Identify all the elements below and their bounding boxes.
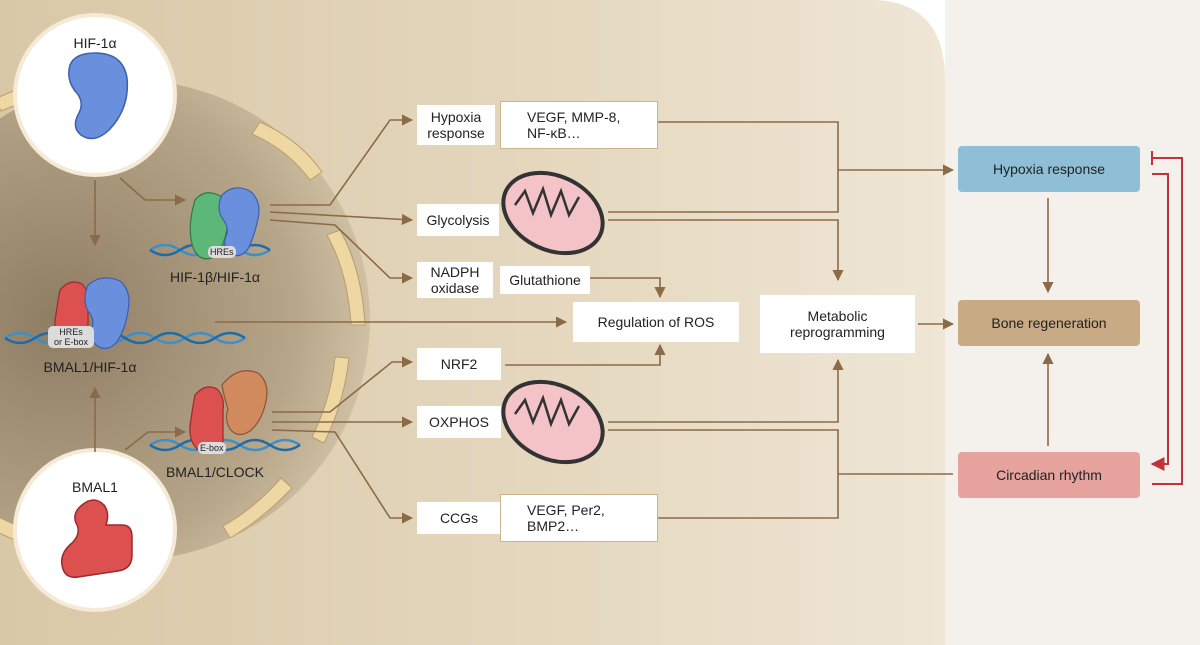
hypoxia-line-2: response — [427, 125, 485, 141]
metabolic-line-2: reprogramming — [790, 324, 885, 340]
hypoxia-line-1: Hypoxia — [430, 109, 482, 125]
glutathione-box: Glutathione — [500, 266, 590, 294]
hres-ebox-line-2: or E-box — [53, 337, 88, 347]
ccg-targets-line-2: BMP2… — [527, 518, 580, 534]
bmal1-hif1a-label: BMAL1/HIF-1α — [43, 359, 137, 375]
mitochondrion-top — [501, 170, 605, 256]
hres-tag: HREs — [208, 246, 236, 258]
hypoxia-targets-box: VEGF, MMP-8,NF-κB… — [500, 101, 658, 149]
bmal1-clock-label: BMAL1/CLOCK — [165, 464, 265, 480]
bone-regeneration-outcome: Bone regeneration — [958, 300, 1140, 346]
hres-ebox-tag: HREs or E-box — [48, 326, 94, 348]
ebox-tag: E-box — [198, 442, 226, 454]
oxphos-process: OXPHOS — [417, 406, 501, 438]
hif1a-protein — [68, 52, 129, 140]
ccg-targets-line-1: VEGF, Per2, — [527, 502, 605, 518]
hif1a-label: HIF-1α — [73, 35, 117, 51]
hypoxia-response-outcome: Hypoxia response — [958, 146, 1140, 192]
ros-regulation-hub: Regulation of ROS — [573, 302, 739, 342]
hres-ebox-line-1: HREs — [59, 327, 83, 337]
circadian-rhythm-outcome: Circadian rhythm — [958, 452, 1140, 498]
hypoxia-targets-line-1: VEGF, MMP-8, — [527, 109, 621, 125]
bmal1-label: BMAL1 — [72, 479, 118, 495]
ccg-targets-box: VEGF, Per2,BMP2… — [500, 494, 658, 542]
bmal1-protein — [60, 499, 133, 578]
mitochondrion-bottom — [501, 379, 605, 465]
hypoxia-targets-line-2: NF-κB… — [527, 125, 581, 141]
hif1b-hif1a-label: HIF-1β/HIF-1α — [169, 269, 261, 285]
connector-arrows — [89, 114, 1054, 524]
nrf2-process: NRF2 — [417, 348, 501, 380]
metabolic-line-1: Metabolic — [807, 308, 868, 324]
hif1b-hif1a-complex — [189, 187, 260, 260]
glycolysis-process: Glycolysis — [417, 204, 499, 236]
feedback-loop — [1150, 151, 1183, 485]
nadph-line-1: NADPH — [430, 264, 480, 280]
ccgs-process: CCGs — [417, 502, 501, 534]
nadph-line-2: oxidase — [430, 280, 480, 296]
